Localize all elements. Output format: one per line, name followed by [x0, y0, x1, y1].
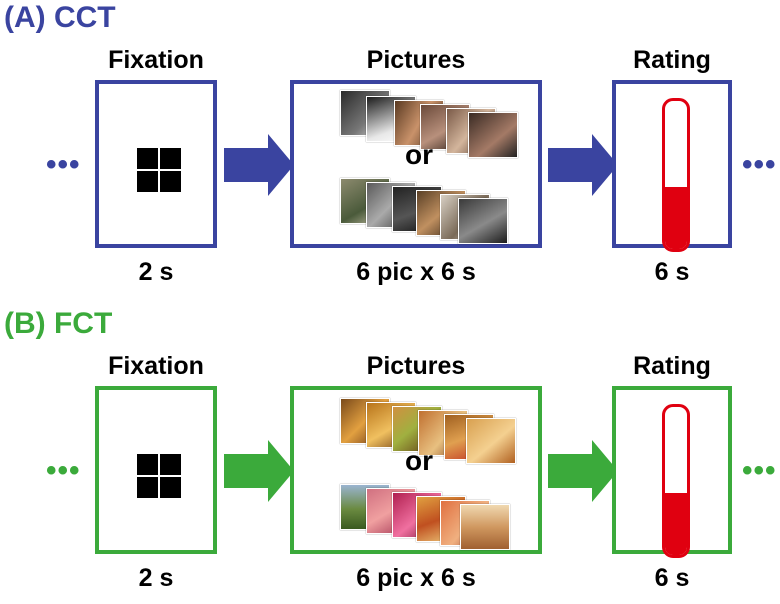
rating-fill [665, 492, 687, 555]
photo [458, 198, 508, 244]
stage-label-rating: Rating [633, 46, 711, 74]
fixation-box [95, 80, 217, 248]
or-divider: or [405, 139, 433, 170]
panel-fct: (B) FCT Fixation Pictures Rating ••• or [0, 306, 780, 604]
stage-label-fixation: Fixation [108, 352, 204, 380]
photo [468, 112, 518, 158]
rating-box [612, 386, 732, 558]
photo [460, 504, 510, 550]
duration-pictures: 6 pic x 6 s [356, 564, 476, 592]
trailing-dots: ••• [742, 148, 777, 181]
duration-fixation: 2 s [138, 564, 174, 592]
right-arrow-icon [548, 134, 618, 196]
fixation-cross-icon [137, 148, 181, 192]
thermometer-rating-icon [662, 404, 690, 558]
right-arrow-icon [224, 440, 294, 502]
stage-label-fixation: Fixation [108, 46, 204, 74]
panel-title: (A) CCT [4, 1, 116, 34]
panel-cct: (A) CCT Fixation Pictures Rating ••• or [0, 0, 780, 298]
leading-dots: ••• [46, 454, 81, 487]
or-divider: or [405, 445, 433, 476]
pictures-box: or [290, 386, 542, 554]
fixation-box [95, 386, 217, 554]
duration-fixation: 2 s [138, 258, 174, 286]
stage-label-rating: Rating [633, 352, 711, 380]
right-arrow-icon [548, 440, 618, 502]
duration-rating: 6 s [654, 564, 690, 592]
duration-pictures: 6 pic x 6 s [356, 258, 476, 286]
photo [466, 418, 516, 464]
stage-label-pictures: Pictures [366, 46, 466, 74]
rating-box [612, 80, 732, 252]
leading-dots: ••• [46, 148, 81, 181]
trailing-dots: ••• [742, 454, 777, 487]
fixation-cross-icon [137, 454, 181, 498]
rating-fill [665, 186, 687, 249]
thermometer-rating-icon [662, 98, 690, 252]
stage-label-pictures: Pictures [366, 352, 466, 380]
pictures-box: or [290, 80, 542, 248]
duration-rating: 6 s [654, 258, 690, 286]
right-arrow-icon [224, 134, 294, 196]
panel-title: (B) FCT [4, 307, 113, 340]
